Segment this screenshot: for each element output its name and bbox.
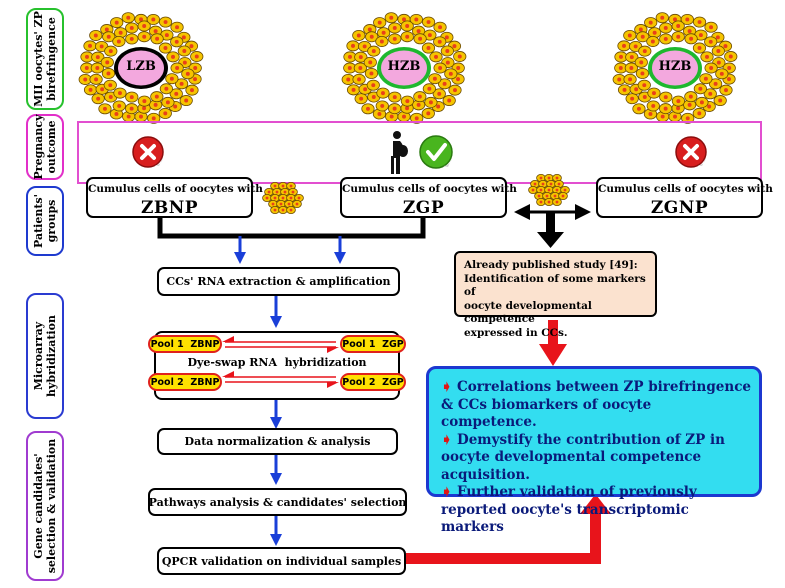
oocyte-label-lzb: LZB (126, 59, 156, 74)
pool-1-zbnp: Pool 1 ZBNP (148, 335, 222, 353)
swap-arrows (222, 336, 339, 388)
published-study-box: Already published study [49]: Identifica… (454, 251, 657, 339)
group-box-zgnp: Cumulus cells of oocytes with ZGNP (596, 177, 773, 218)
pregnancy-outcome-label: Pregnancy outcome (26, 114, 64, 180)
conclusions-box: ➧ Correlations between ZP birefringence … (426, 366, 762, 535)
group-bracket (157, 218, 426, 239)
published-line: oocyte developmental competence (464, 299, 592, 326)
group-name-zbnp: ZBNP (140, 198, 199, 218)
double-arrow (514, 204, 591, 248)
cumulus-cluster-icon (262, 181, 304, 215)
group-box-zbnp: Cumulus cells of oocytes with ZBNP (86, 177, 263, 218)
group-name-zgp: ZGP (402, 198, 445, 218)
rna-extraction-step: CCs' RNA extraction & amplification (157, 267, 400, 296)
group-subtitle: Cumulus cells of oocytes with (88, 183, 263, 195)
normalization-step: Data normalization & analysis (157, 428, 398, 455)
zp-birefringence-label: MII oocytes' ZP birefringence (26, 8, 64, 110)
failure-icon (675, 136, 707, 168)
conclusion-text: Correlations between ZP birefringence & … (441, 379, 752, 430)
qpcr-step: QPCR validation on individual samples (157, 547, 406, 575)
success-icon (419, 135, 453, 169)
group-name-zgnp: ZGNP (650, 198, 709, 218)
published-line: Already published study [49]: (464, 259, 638, 271)
conclusion-text: Further validation of previously reporte… (441, 484, 697, 535)
oocyte-hzb-1 (341, 12, 467, 124)
conclusion-text: Demystify the contribution of ZP in oocy… (441, 431, 725, 483)
published-line: Identification of some markers of (464, 272, 646, 299)
pool-1-zgp: Pool 1 ZGP (340, 335, 406, 353)
conclusion-item: ➧ Correlations between ZP birefringence … (441, 379, 751, 432)
patients-groups-label: Patients' groups (26, 186, 64, 256)
hybridization-label: Dye-swap RNA hybridization (187, 356, 367, 369)
red-arrow-bullet-icon: ➧ (441, 484, 453, 500)
pool-2-zbnp: Pool 2 ZBNP (148, 373, 222, 391)
microarray-hybridization-label: Microarray hybridization (26, 293, 64, 419)
group-subtitle: Cumulus cells of oocytes with (598, 183, 773, 195)
gene-candidates-label: Gene candidates' selection & validation (26, 431, 64, 581)
group-box-zgp: Cumulus cells of oocytes with ZGP (340, 177, 517, 218)
red-elbow-arrow (406, 494, 611, 564)
red-arrow-bullet-icon: ➧ (441, 379, 453, 395)
oocyte-core (381, 50, 427, 86)
oocyte-lzb (78, 12, 204, 124)
oocyte-label-hzb-2: HZB (658, 59, 692, 74)
failure-icon (132, 136, 164, 168)
group-subtitle: Cumulus cells of oocytes with (342, 183, 517, 195)
oocyte-label-hzb-1: HZB (387, 59, 421, 74)
pathways-step: Pathways analysis & candidates' selectio… (148, 488, 407, 516)
pregnant-woman-icon (391, 131, 408, 174)
conclusion-item: ➧ Further validation of previously repor… (441, 484, 751, 537)
red-arrow-bullet-icon: ➧ (441, 431, 453, 448)
published-line: expressed in CCs. (464, 326, 568, 339)
red-arrow-down (539, 320, 567, 366)
pool-2-zgp: Pool 2 ZGP (340, 373, 406, 391)
conclusion-item: ➧ Demystify the contribution of ZP in oo… (441, 432, 751, 485)
oocyte-core (118, 50, 164, 86)
cumulus-cluster-icon (528, 173, 570, 207)
oocyte-core (652, 50, 698, 86)
